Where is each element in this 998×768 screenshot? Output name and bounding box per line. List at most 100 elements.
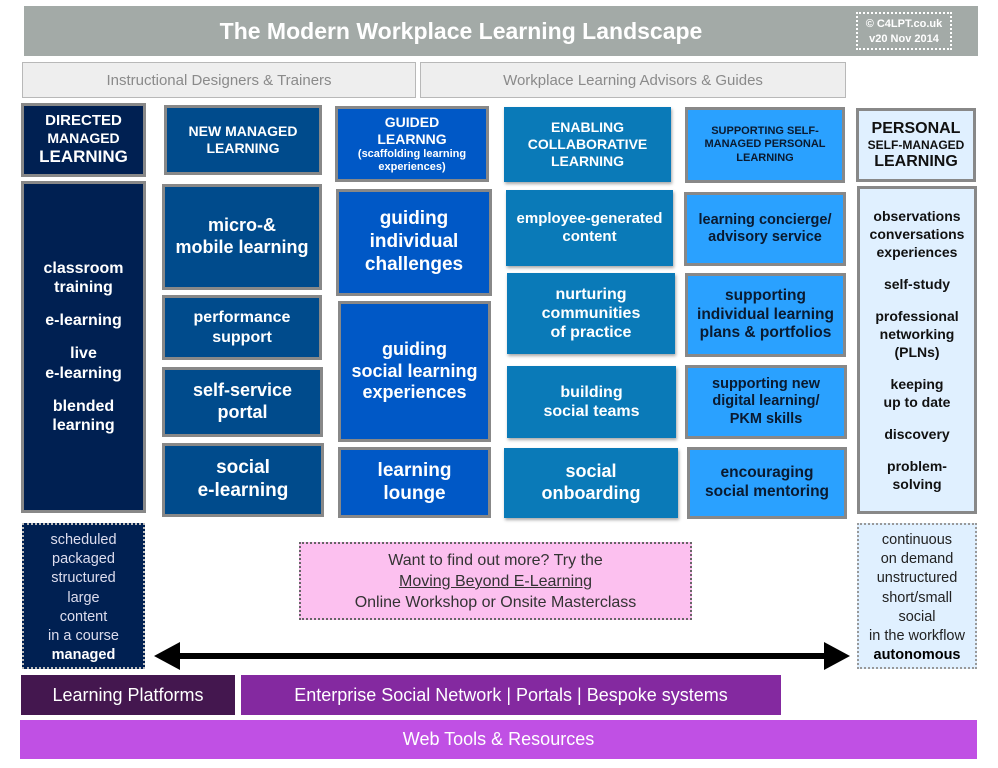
role-instructional-designers: Instructional Designers & Trainers — [22, 62, 416, 98]
platform-label: Web Tools & Resources — [402, 729, 595, 749]
item-text: encouraging — [720, 464, 814, 482]
item-text: solving — [892, 476, 942, 492]
version-text: v20 Nov 2014 — [869, 33, 939, 45]
attribute-text: in the workflow — [869, 628, 965, 645]
item-text: social learning — [351, 360, 478, 381]
platform-label: Learning Platforms — [52, 684, 204, 705]
item-text: PKM skills — [729, 410, 803, 427]
item-supporting-individual-learning-plans: supporting individual learning plans & p… — [685, 273, 846, 357]
item-text: nurturing — [555, 285, 627, 303]
header-enabling-collaborative-learning: ENABLING COLLABORATIVE LEARNING — [504, 107, 671, 182]
item-text: guiding — [382, 339, 447, 360]
item-text: self-study — [883, 276, 951, 292]
item-text: communities — [541, 304, 641, 322]
item-text: up to date — [883, 394, 951, 410]
item-guiding-individual-challenges: guiding individual challenges — [336, 189, 492, 296]
header-line: SUPPORTING SELF- — [711, 125, 819, 138]
page-title-text: The Modern Workplace Learning Landscape — [219, 17, 703, 44]
directed-items: classroom training e-learning live e-lea… — [21, 181, 146, 513]
attribute-text: in a course — [48, 628, 119, 645]
header-subtitle: experiences) — [378, 160, 446, 173]
item-text: social — [216, 457, 270, 479]
header-line: LEARNNG — [377, 130, 447, 147]
learning-platforms-bar: Learning Platforms — [21, 675, 235, 715]
item-text: e-learning — [197, 480, 289, 501]
item-text: of practice — [550, 324, 632, 342]
item-text: learning — [377, 459, 452, 481]
promo-box: Want to find out more? Try the Moving Be… — [299, 542, 692, 620]
attribute-text: unstructured — [876, 570, 958, 587]
item-text: keeping — [890, 376, 944, 392]
item-text: challenges — [364, 253, 464, 275]
header-line: NEW MANAGED — [188, 123, 298, 140]
item-text: self-service — [192, 380, 293, 401]
header-line: SELF-MANAGED — [867, 137, 965, 152]
item-learning-lounge: learning lounge — [338, 447, 491, 518]
item-text: onboarding — [541, 483, 641, 503]
header-line: MANAGED PERSONAL — [704, 138, 826, 151]
header-line: LEARNING — [39, 147, 128, 167]
item-text: supporting — [725, 287, 806, 305]
item-text: experiences — [876, 244, 958, 260]
item-performance-support: performance support — [162, 295, 322, 360]
item-guiding-social-learning-experiences: guiding social learning experiences — [338, 301, 491, 442]
item-text: social — [565, 461, 617, 482]
item-text: networking — [879, 326, 955, 342]
copyright-text: © C4LPT.co.uk — [865, 18, 943, 30]
item-text: social teams — [543, 403, 640, 420]
header-directed-managed-learning: DIRECTED MANAGED LEARNING — [21, 103, 146, 177]
item-text: individual — [369, 231, 459, 253]
header-line: LEARNING — [550, 152, 625, 169]
item-text: building — [560, 383, 623, 401]
item-text: advisory service — [708, 229, 822, 245]
managed-attributes: scheduled packaged structured large cont… — [22, 523, 145, 669]
attribute-text: short/small — [881, 589, 953, 606]
enterprise-social-network-bar: Enterprise Social Network | Portals | Be… — [241, 675, 781, 715]
autonomous-label: autonomous — [873, 647, 961, 664]
item-text: digital learning/ — [712, 393, 820, 410]
item-employee-generated-content: employee-generated content — [506, 190, 673, 266]
header-line: GUIDED — [384, 114, 440, 131]
header-line: LEARNING — [736, 151, 794, 164]
item-text: observations — [873, 208, 961, 224]
page-title: The Modern Workplace Learning Landscape — [24, 6, 978, 56]
item-building-social-teams: building social teams — [507, 366, 676, 438]
item-supporting-digital-learning-skills: supporting new digital learning/ PKM ski… — [685, 365, 847, 439]
item-text: social mentoring — [704, 483, 830, 500]
attribute-text: scheduled — [50, 532, 117, 548]
attribute-text: large — [67, 589, 100, 606]
header-line: MANAGED — [47, 130, 120, 147]
role-label: Workplace Learning Advisors & Guides — [503, 71, 763, 89]
spectrum-arrow-icon — [154, 642, 850, 670]
item-text: lounge — [383, 482, 446, 504]
item-text: blended — [52, 397, 115, 415]
attribute-text: continuous — [881, 532, 953, 548]
item-text: training — [54, 279, 113, 297]
header-line: LEARNING — [874, 153, 958, 171]
item-social-e-learning: social e-learning — [162, 443, 324, 517]
item-text: e-learning — [45, 364, 122, 382]
item-self-service-portal: self-service portal — [162, 367, 323, 437]
promo-text: Want to find out more? Try the — [388, 552, 603, 569]
attribute-text: on demand — [880, 551, 954, 568]
header-personal-self-managed-learning: PERSONAL SELF-MANAGED LEARNING — [856, 108, 976, 182]
attribute-text: content — [59, 608, 108, 625]
header-line: DIRECTED — [45, 112, 122, 130]
autonomous-attributes: continuous on demand unstructured short/… — [857, 523, 977, 669]
item-text: discovery — [884, 426, 950, 442]
header-line: ENABLING — [550, 119, 625, 136]
item-text: employee-generated — [516, 210, 663, 227]
item-text: classroom — [43, 259, 124, 277]
role-label: Instructional Designers & Trainers — [106, 71, 332, 89]
attribute-text: packaged — [52, 551, 115, 568]
header-guided-learning: GUIDED LEARNNG (scaffolding learning exp… — [335, 106, 489, 182]
personal-items: observations conversations experiences s… — [857, 186, 977, 514]
item-text: content — [562, 228, 617, 245]
item-micro-mobile-learning: micro-& mobile learning — [162, 184, 322, 290]
item-text: support — [212, 328, 272, 346]
moving-beyond-elearning-link[interactable]: Moving Beyond E-Learning — [398, 573, 592, 590]
header-line: COLLABORATIVE — [527, 136, 648, 153]
item-text: e-learning — [45, 312, 122, 330]
header-supporting-self-managed: SUPPORTING SELF- MANAGED PERSONAL LEARNI… — [685, 107, 845, 183]
item-text: conversations — [869, 226, 965, 242]
